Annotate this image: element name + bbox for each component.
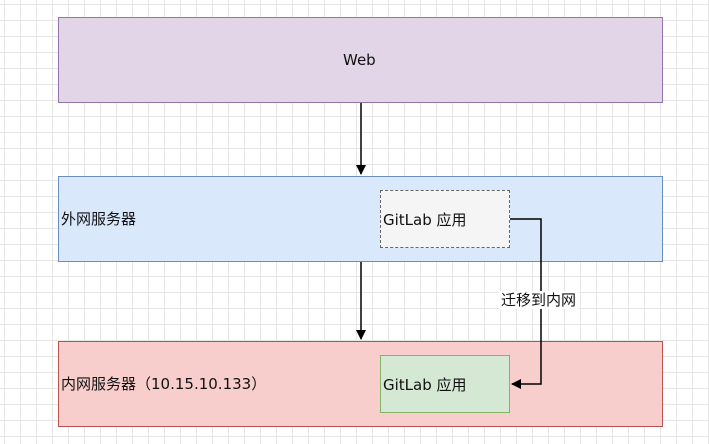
external-server-label: 外网服务器 <box>61 210 137 228</box>
external-server-node[interactable] <box>58 176 663 262</box>
gitlab-app-internal-label: GitLab 应用 <box>383 376 467 394</box>
gitlab-app-external-label: GitLab 应用 <box>383 211 467 229</box>
internal-server-label: 内网服务器（10.15.10.133） <box>61 375 267 393</box>
gitlab-app-internal-node[interactable] <box>380 355 510 413</box>
web-node[interactable] <box>58 17 663 103</box>
gitlab-app-external-node[interactable] <box>380 190 510 248</box>
web-label: Web <box>343 51 376 69</box>
internal-server-node[interactable] <box>58 341 663 427</box>
migrate-edge-label: 迁移到内网 <box>499 291 579 309</box>
